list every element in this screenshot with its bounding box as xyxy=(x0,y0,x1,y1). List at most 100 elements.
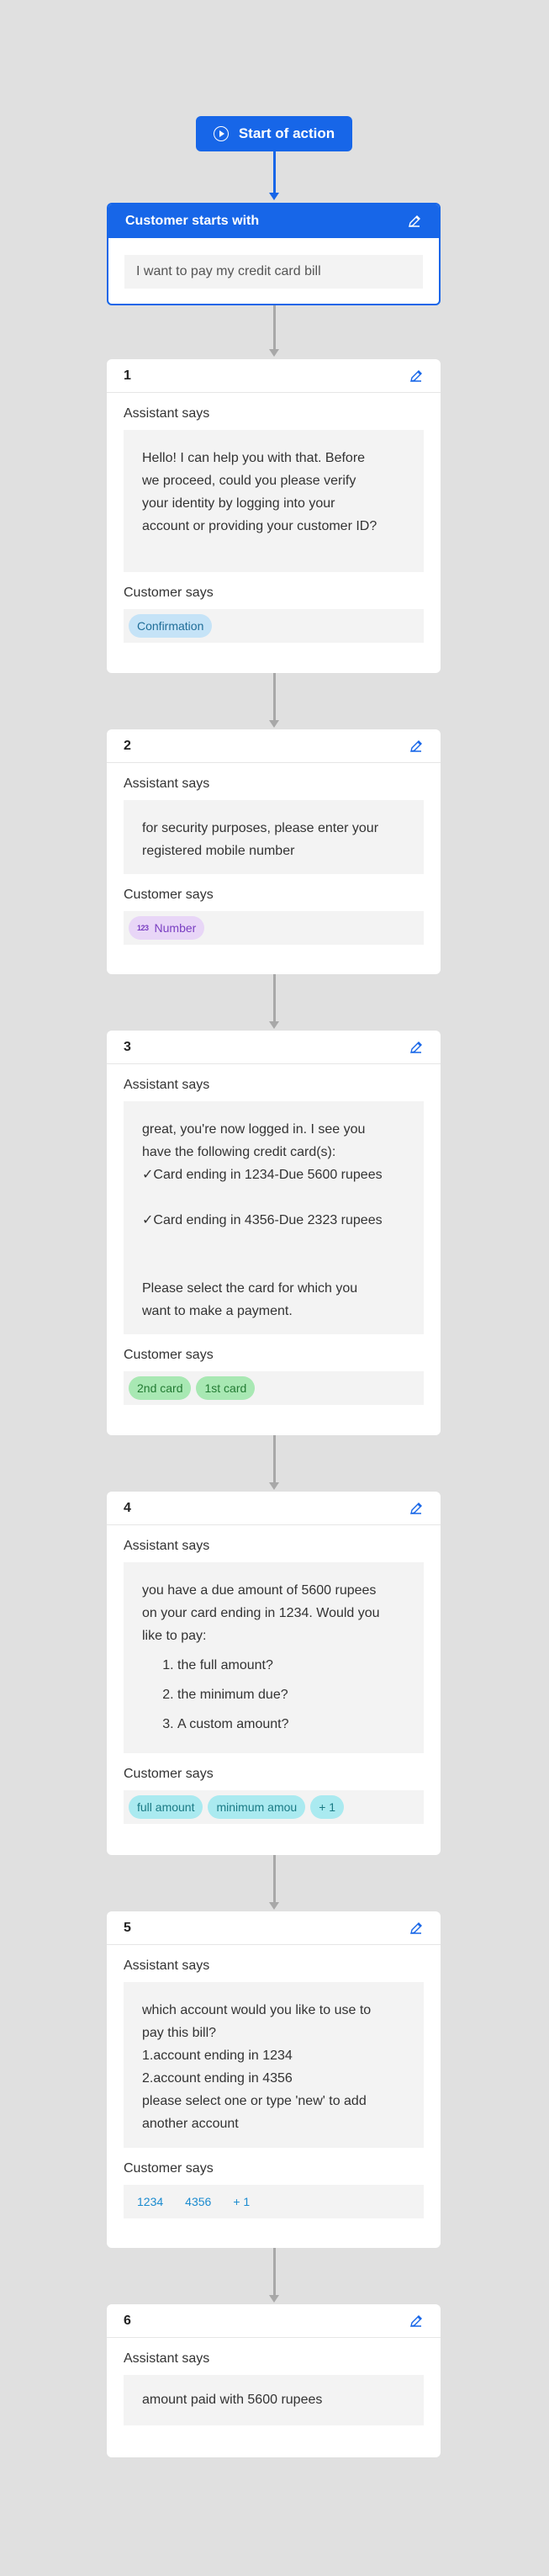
assistant-message[interactable]: amount paid with 5600 rupees xyxy=(124,2375,424,2425)
edit-icon[interactable] xyxy=(409,1040,424,1055)
customer-response-chips: Confirmation xyxy=(124,609,424,643)
message-line: like to pay: xyxy=(142,1629,207,1643)
step-number: 3 xyxy=(124,1039,131,1054)
step-header: 4 xyxy=(107,1492,441,1525)
step-card-4: 4 Assistant says you have a due amount o… xyxy=(107,1492,441,1855)
step-number: 1 xyxy=(124,368,131,383)
message-line: want to make a payment. xyxy=(142,1304,293,1318)
response-chip[interactable]: 2nd card xyxy=(129,1376,192,1400)
response-chip[interactable]: Confirmation xyxy=(129,614,213,638)
customer-response-chips: full amount minimum amou + 1 xyxy=(124,1790,424,1824)
assistant-says-label: Assistant says xyxy=(124,1539,210,1553)
connector xyxy=(273,1435,276,1483)
message-line: have the following credit card(s): xyxy=(142,1145,336,1159)
assistant-says-label: Assistant says xyxy=(124,1959,210,1973)
connector xyxy=(273,151,276,193)
step-number: 4 xyxy=(124,1500,131,1515)
connector xyxy=(273,1855,276,1903)
step-number: 6 xyxy=(124,2313,131,2328)
assistant-says-label: Assistant says xyxy=(124,2351,210,2366)
assistant-message[interactable]: great, you're now logged in. I see you h… xyxy=(124,1101,424,1334)
message-line: you have a due amount of 5600 rupees xyxy=(142,1583,377,1598)
customer-response-chips: 1234 4356 + 1 xyxy=(124,2185,424,2218)
message-line: Please select the card for which you xyxy=(142,1281,358,1296)
message-line: another account xyxy=(142,2117,239,2131)
message-line: please select one or type 'new' to add xyxy=(142,2094,367,2108)
options-list: the full amount? the minimum due? A cust… xyxy=(142,1651,405,1739)
step-header: 2 xyxy=(107,729,441,763)
assistant-message[interactable]: Hello! I can help you with that. Before … xyxy=(124,430,424,572)
message-line: 1.account ending in 1234 xyxy=(142,2049,293,2063)
message-line: Hello! I can help you with that. Before xyxy=(142,451,366,465)
step-card-2: 2 Assistant says for security purposes, … xyxy=(107,729,441,974)
response-chip-label: Number xyxy=(154,921,197,935)
assistant-says-label: Assistant says xyxy=(124,777,210,791)
message-line: 2.account ending in 4356 xyxy=(142,2071,293,2086)
number-type-icon: 123 xyxy=(137,924,149,932)
edit-icon[interactable] xyxy=(409,1501,424,1516)
customer-starts-header: Customer starts with xyxy=(108,204,439,238)
step-header: 6 xyxy=(107,2304,441,2338)
assistant-says-label: Assistant says xyxy=(124,1078,210,1092)
edit-icon[interactable] xyxy=(409,2314,424,2329)
response-chip[interactable]: 4356 xyxy=(185,2195,212,2208)
customer-starts-value: I want to pay my credit card bill xyxy=(136,264,321,278)
arrow-down-icon xyxy=(269,2295,279,2303)
edit-icon[interactable] xyxy=(409,739,424,754)
customer-response-chips: 123 Number xyxy=(124,911,424,945)
message-line: account or providing your customer ID? xyxy=(142,519,377,533)
arrow-down-icon xyxy=(269,720,279,728)
step-card-3: 3 Assistant says great, you're now logge… xyxy=(107,1031,441,1435)
arrow-down-icon xyxy=(269,1902,279,1910)
customer-response-chips: 2nd card 1st card xyxy=(124,1371,424,1405)
message-line xyxy=(142,1232,405,1254)
arrow-down-icon xyxy=(269,193,279,200)
connector xyxy=(273,2248,276,2296)
message-line xyxy=(142,1254,405,1277)
list-item: the minimum due? xyxy=(177,1680,405,1709)
message-line: amount paid with 5600 rupees xyxy=(142,2393,323,2407)
message-line: great, you're now logged in. I see you xyxy=(142,1122,366,1137)
step-number: 5 xyxy=(124,1920,131,1935)
connector xyxy=(273,974,276,1022)
more-chips-badge[interactable]: + 1 xyxy=(233,2195,251,2208)
connector xyxy=(273,305,276,350)
message-line: pay this bill? xyxy=(142,2026,217,2040)
message-line xyxy=(142,1186,405,1209)
response-chip[interactable]: 123 Number xyxy=(129,916,205,940)
step-card-1: 1 Assistant says Hello! I can help you w… xyxy=(107,359,441,673)
play-circle-icon xyxy=(213,126,229,141)
step-card-5: 5 Assistant says which account would you… xyxy=(107,1911,441,2248)
list-item: the full amount? xyxy=(177,1651,405,1680)
step-card-6: 6 Assistant says amount paid with 5600 r… xyxy=(107,2304,441,2457)
message-line: ✓Card ending in 1234-Due 5600 rupees xyxy=(142,1168,383,1182)
message-line: for security purposes, please enter your xyxy=(142,821,379,835)
more-chips-badge[interactable]: + 1 xyxy=(310,1795,345,1819)
customer-starts-card: Customer starts with I want to pay my cr… xyxy=(107,203,441,305)
arrow-down-icon xyxy=(269,349,279,357)
message-line: your identity by logging into your xyxy=(142,496,335,511)
message-line: on your card ending in 1234. Would you xyxy=(142,1606,380,1620)
edit-icon[interactable] xyxy=(409,368,424,384)
customer-says-label: Customer says xyxy=(124,1767,214,1781)
message-line: we proceed, could you please verify xyxy=(142,474,356,488)
response-chip[interactable]: 1st card xyxy=(196,1376,256,1400)
customer-says-label: Customer says xyxy=(124,586,214,600)
response-chip[interactable]: minimum amou xyxy=(208,1795,306,1819)
message-line: which account would you like to use to xyxy=(142,2003,372,2017)
step-header: 3 xyxy=(107,1031,441,1064)
start-of-action-button[interactable]: Start of action xyxy=(196,116,352,151)
customer-says-label: Customer says xyxy=(124,888,214,902)
start-of-action-label: Start of action xyxy=(238,125,335,141)
assistant-says-label: Assistant says xyxy=(124,406,210,421)
assistant-message[interactable]: which account would you like to use to p… xyxy=(124,1982,424,2148)
assistant-message[interactable]: you have a due amount of 5600 rupees on … xyxy=(124,1562,424,1753)
edit-icon[interactable] xyxy=(409,1921,424,1936)
response-chip[interactable]: 1234 xyxy=(137,2195,164,2208)
assistant-message[interactable]: for security purposes, please enter your… xyxy=(124,800,424,874)
response-chip[interactable]: full amount xyxy=(129,1795,203,1819)
customer-says-label: Customer says xyxy=(124,1348,214,1362)
customer-starts-input[interactable]: I want to pay my credit card bill xyxy=(124,255,423,289)
edit-icon[interactable] xyxy=(407,214,422,229)
list-item: A custom amount? xyxy=(177,1709,405,1739)
